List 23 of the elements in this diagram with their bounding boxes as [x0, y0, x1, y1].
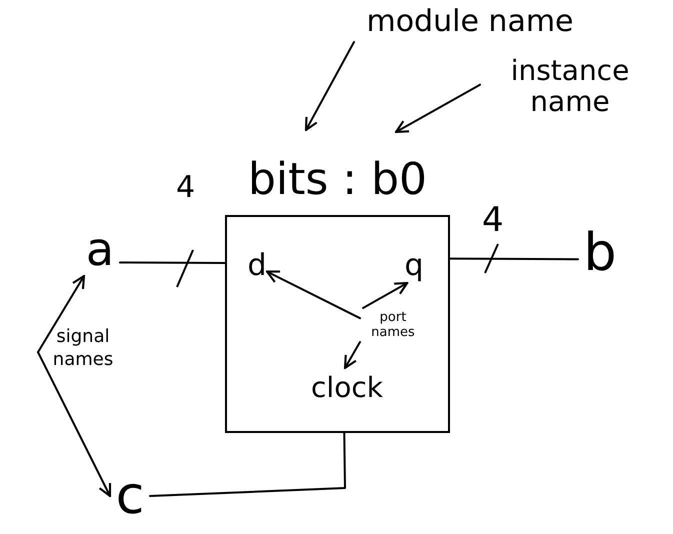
- module-heading: bits : b0: [246, 153, 428, 207]
- arrow: [362, 282, 408, 309]
- annotation: module name: [325, 2, 615, 42]
- arrow: [37, 351, 112, 498]
- signal-name: a: [80, 222, 120, 276]
- port-name: clock: [302, 370, 392, 406]
- bus-width-label: 4: [482, 200, 504, 240]
- arrow: [304, 41, 355, 132]
- wire: [149, 432, 346, 497]
- annotation: instance name: [480, 55, 660, 121]
- arrow: [37, 274, 86, 354]
- wire: [449, 258, 579, 260]
- signal-name: c: [110, 465, 150, 527]
- wire: [119, 262, 226, 264]
- bus-width-label: 4: [176, 170, 196, 205]
- annotation: signal names: [42, 325, 124, 371]
- port-name: d: [245, 247, 269, 285]
- annotation: port names: [362, 310, 424, 344]
- arrow: [266, 270, 361, 320]
- arrow: [344, 341, 361, 370]
- port-name: q: [402, 247, 426, 285]
- arrow: [394, 84, 481, 134]
- signal-name: b: [578, 222, 622, 284]
